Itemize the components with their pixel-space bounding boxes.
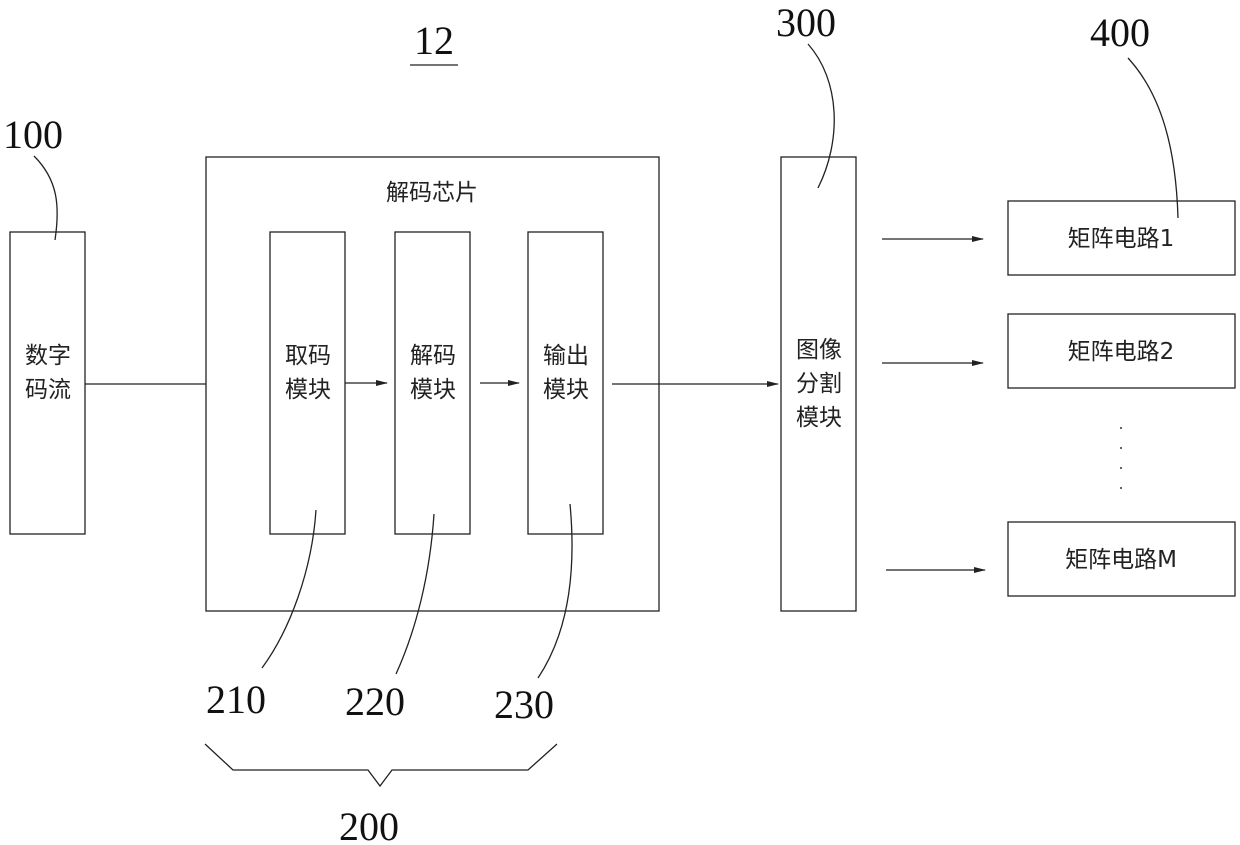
ref-300: 300 [776, 0, 836, 45]
matrix-circuit-1: 矩阵电路1 [1008, 201, 1235, 275]
matrix-circuit-m-label: 矩阵电路M [1065, 547, 1177, 573]
output-module-label-line2: 模块 [543, 377, 589, 403]
image-split-label-line3: 模块 [796, 405, 842, 431]
matrix-circuit-m: 矩阵电路M [1008, 522, 1235, 596]
leader-100 [34, 156, 57, 240]
decode-module-block: 解码 模块 [395, 232, 470, 534]
vertical-ellipsis [1120, 427, 1122, 489]
ref-400: 400 [1090, 10, 1150, 55]
ref-230: 230 [494, 682, 554, 727]
fetch-module-label-line2: 模块 [285, 377, 331, 403]
matrix-circuit-1-label: 矩阵电路1 [1068, 226, 1175, 252]
group-brace [205, 744, 557, 786]
output-module-block: 输出 模块 [528, 232, 603, 534]
bitstream-block: 数字 码流 [10, 232, 85, 534]
bitstream-label-line2: 码流 [25, 377, 71, 403]
ellipsis-dot-1 [1120, 427, 1122, 429]
matrix-circuit-2: 矩阵电路2 [1008, 314, 1235, 388]
ref-210: 210 [206, 677, 266, 722]
decoder-chip-title: 解码芯片 [386, 180, 478, 206]
ellipsis-dot-4 [1120, 487, 1122, 489]
ref-100: 100 [3, 112, 63, 157]
image-split-label-line2: 分割 [796, 371, 842, 397]
ellipsis-dot-2 [1120, 447, 1122, 449]
decode-module-label-line1: 解码 [410, 343, 456, 369]
ellipsis-dot-3 [1120, 467, 1122, 469]
leader-400 [1128, 58, 1178, 218]
bitstream-label-line1: 数字 [25, 343, 71, 369]
image-split-label-line1: 图像 [796, 337, 842, 363]
ref-220: 220 [345, 679, 405, 724]
image-split-module-block: 图像 分割 模块 [781, 157, 856, 611]
matrix-circuit-2-label: 矩阵电路2 [1068, 339, 1175, 365]
figure-number: 12 [414, 18, 454, 63]
fetch-module-block: 取码 模块 [270, 232, 345, 534]
decode-module-label-line2: 模块 [410, 377, 456, 403]
ref-200: 200 [339, 804, 399, 845]
output-module-label-line1: 输出 [543, 343, 589, 369]
fetch-module-label-line1: 取码 [285, 343, 331, 369]
